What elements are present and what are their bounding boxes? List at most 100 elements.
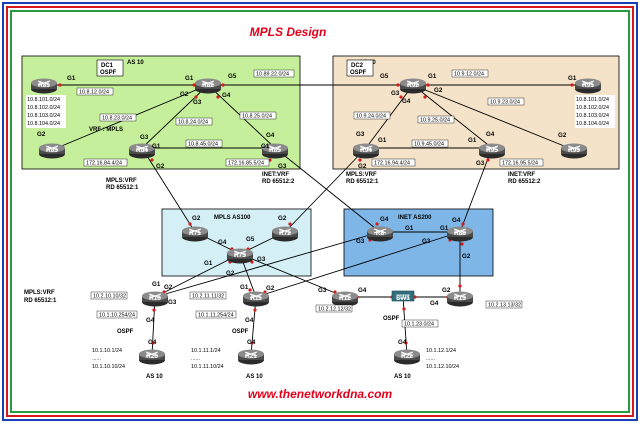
iface-label: G1 — [568, 75, 577, 82]
iface-label: G2 — [434, 87, 443, 94]
ospf-r21-label: OSPF — [232, 329, 249, 335]
subnet-r95-lan: 172.16.95.5/24 — [502, 161, 538, 167]
vrf-mpls-bottom-line2: RD 65512:1 — [24, 298, 57, 304]
zone-label-as10: AS 10 — [127, 60, 144, 66]
iface-label: G2 — [266, 285, 275, 292]
link-dot — [399, 95, 403, 99]
subnet-r94-r95: 10.9.45.0/24 — [414, 142, 444, 148]
zone-label-mpls: MPLS AS100 — [214, 215, 251, 221]
subnet-r11-lan: 10.2.11.11/32 — [192, 294, 224, 300]
router-r94-label: R94 — [360, 147, 372, 154]
iface-label: G1 — [67, 75, 76, 82]
router-r91-label: R91 — [582, 82, 594, 89]
link-dot — [150, 158, 154, 162]
link-dot — [194, 95, 198, 99]
iface-label: G4 — [358, 287, 367, 294]
iface-label: G3 — [476, 160, 485, 167]
ospf-r22-label: OSPF — [383, 316, 400, 322]
dc1-box — [96, 59, 124, 77]
iface-label: G5 — [380, 73, 389, 80]
lan-r20-3: 10.1.10.10/24 — [92, 364, 125, 370]
link-dot — [404, 341, 408, 345]
link-r10-r20 — [151, 296, 156, 356]
link-r8-r10 — [154, 231, 381, 298]
switch-sw1-label: SW1 — [396, 295, 410, 302]
iface-label: G3 — [140, 134, 149, 141]
iface-label: G2 — [164, 284, 173, 291]
subnet-r84-lan: 172.16.84.4/24 — [86, 161, 122, 167]
iface-label: G3 — [168, 299, 177, 306]
link-dot — [253, 308, 257, 312]
dc2-label: DC2 — [351, 63, 364, 69]
link-r84-r71 — [141, 147, 196, 233]
iface-label: G1 — [428, 73, 437, 80]
link-dot — [426, 83, 430, 87]
link-dot — [216, 95, 220, 99]
subnet-r82-r83: 10.8.23.0/24 — [102, 116, 132, 122]
as10-r20-label: AS 10 — [146, 374, 163, 380]
router-r84-label: R84 — [136, 147, 148, 154]
iface-label: G1 — [378, 137, 387, 144]
subnet-r82-r84: 10.8.24.0/24 — [178, 120, 208, 126]
iface-label: G2 — [442, 287, 451, 294]
router-r82-label: R82 — [202, 82, 214, 89]
iface-label: G1 — [152, 143, 161, 150]
iface-label: G3 — [356, 238, 365, 245]
iface-label: G1 — [468, 137, 477, 144]
link-dot — [192, 83, 196, 87]
router-r95-label: R95 — [486, 147, 498, 154]
lan-r81-3: 10.8.103.0/24 — [27, 113, 60, 119]
router-r85-label: R85 — [269, 147, 281, 154]
switch-icon[interactable] — [391, 290, 415, 302]
iface-label: G3 — [257, 256, 266, 263]
iface-label: G3 — [391, 90, 400, 97]
lan-lists: 10.8.101.0/24 10.8.102.0/24 10.8.103.0/2… — [26, 95, 615, 370]
link-dot — [221, 83, 225, 87]
dc2-ospf-label: OSPF — [350, 70, 367, 76]
link-dot — [152, 308, 156, 312]
link-r73-r10 — [154, 253, 241, 298]
vrf-mpls-left-line1: MPLS:VRF — [106, 178, 137, 184]
iface-label: G2 — [358, 163, 367, 170]
router-r13-label: R13 — [454, 295, 466, 302]
iface-label: G4 — [146, 317, 155, 324]
router-r73-label: R73 — [234, 252, 246, 259]
iface-label: G4 — [266, 132, 275, 139]
iface-label: G4 — [452, 217, 461, 224]
lan-r21-2: ...... — [191, 356, 200, 362]
zone-inet-as200 — [343, 208, 494, 277]
link-dot — [460, 242, 464, 246]
iface-label: G1 — [261, 143, 270, 150]
link-r93-r92 — [412, 84, 575, 151]
vrf-mpls-right-line2: RD 65512:1 — [346, 179, 379, 185]
subnet-r92-r91: 10.9.12.0/24 — [454, 72, 484, 78]
iface-label: G2 — [192, 215, 201, 222]
vrf-labels: VRF : MPLS MPLS:VRF RD 65512:1 INET:VRF … — [24, 127, 541, 304]
interface-labels: G1 G1 G5 G2 G3 G4 G2 G3 G1 G2 G4 G1 G3 G… — [37, 73, 577, 346]
vrf-r84: VRF : MPLS — [89, 127, 123, 133]
iface-label: G2 — [37, 131, 46, 138]
router-r93-label: R93 — [568, 147, 580, 154]
link-dot — [458, 284, 462, 288]
router-icons — [30, 78, 602, 365]
subnet-r11-r21: 10.1.11.254/24 — [198, 313, 234, 319]
subnet-r10-lan: 10.2.10.10/32 — [93, 294, 126, 300]
website-link[interactable]: www.thenetworkdna.com — [248, 387, 393, 401]
link-dot — [248, 288, 252, 292]
lan-r20-2: ...... — [92, 356, 101, 362]
lan-r20-1: 10.1.10.1/24 — [92, 348, 122, 354]
subnet-r92-r93: 10.9.23.0/24 — [490, 100, 520, 106]
dc1-label: DC1 — [101, 63, 114, 69]
subnet-r10-r20: 10.1.10.254/24 — [99, 313, 135, 319]
link-dot — [358, 158, 362, 162]
link-r85-r8 — [274, 147, 381, 233]
subnet-r92-r94: 10.9.24.0/24 — [356, 114, 386, 120]
iface-label: G1 — [185, 75, 194, 82]
iface-label: G1 — [405, 225, 414, 232]
subnet-r81-r82: 10.8.12.0/24 — [79, 90, 109, 96]
iface-label: G3 — [278, 163, 287, 170]
link-r88-r11 — [255, 231, 461, 298]
lan-r21-3: 10.1.11.10/24 — [191, 364, 224, 370]
link-r84-r82 — [141, 84, 209, 149]
